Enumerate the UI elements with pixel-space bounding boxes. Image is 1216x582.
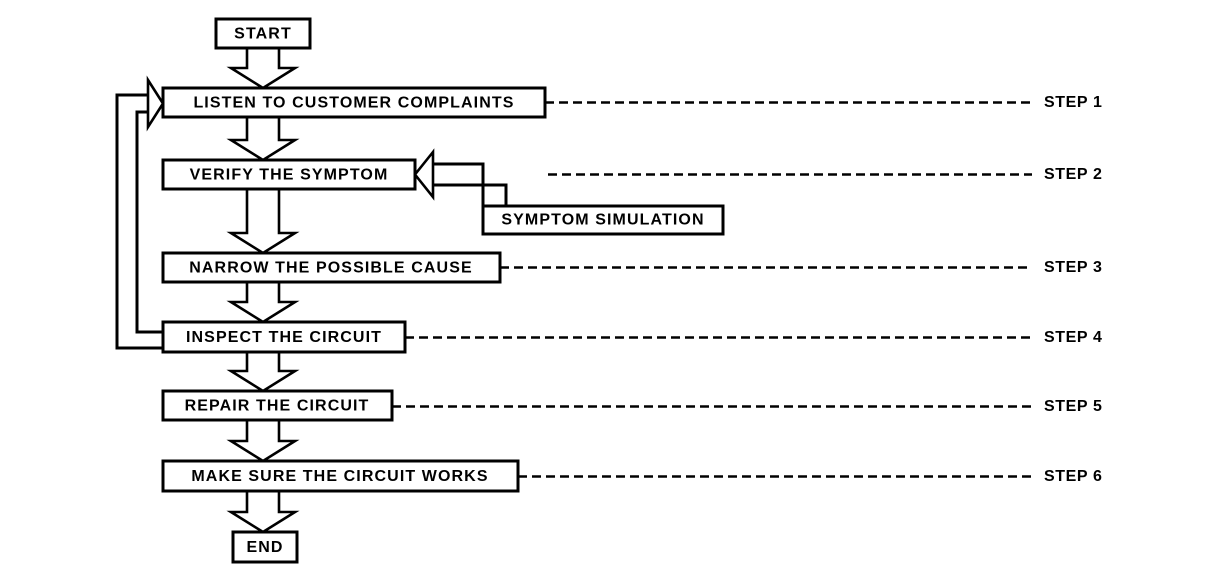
feedback-loop-arrowhead — [146, 75, 165, 132]
block-arrow-step4-to-step5 — [226, 352, 300, 393]
node-start-label: START — [234, 26, 292, 43]
step-marker-6: STEP 6 — [1044, 468, 1102, 485]
node-step2-box — [161, 158, 417, 191]
node-step1-label: LISTEN TO CUSTOMER COMPLAINTS — [193, 95, 514, 112]
node-step6-box — [161, 459, 520, 493]
node-end-box — [231, 530, 299, 564]
step-marker-3: STEP 3 — [1044, 259, 1102, 276]
node-step1[interactable]: LISTEN TO CUSTOMER COMPLAINTS — [161, 86, 547, 119]
step-marker-5: STEP 5 — [1044, 398, 1102, 415]
node-symptom-simulation-label: SYMPTOM SIMULATION — [501, 212, 704, 229]
node-step2[interactable]: VERIFY THE SYMPTOM — [161, 158, 417, 191]
block-arrow-step5-to-step6 — [226, 420, 300, 463]
block-arrow-step2-to-step3 — [226, 188, 300, 255]
block-arrow-step1-to-step2 — [226, 117, 300, 162]
node-step5-box — [161, 389, 394, 422]
node-step3-box — [161, 251, 502, 284]
simulation-loop-lower-path — [429, 183, 508, 206]
node-step1-box — [161, 86, 547, 119]
step-marker-4: STEP 4 — [1044, 329, 1102, 346]
node-step6[interactable]: MAKE SURE THE CIRCUIT WORKS — [161, 459, 520, 493]
simulation-loop-upper-path — [429, 162, 485, 206]
node-symptom-simulation-box — [481, 204, 725, 236]
node-end[interactable]: END — [231, 530, 299, 564]
node-step2-label: VERIFY THE SYMPTOM — [190, 167, 389, 184]
node-step4[interactable]: INSPECT THE CIRCUIT — [161, 320, 407, 354]
node-start-box — [214, 17, 312, 50]
feedback-loop-inner-path — [135, 110, 163, 334]
step-marker-1: STEP 1 — [1044, 94, 1102, 111]
step-marker-2: STEP 2 — [1044, 166, 1102, 183]
node-end-label: END — [246, 539, 283, 556]
block-arrow-step3-to-step4 — [226, 282, 300, 324]
node-symptom-simulation[interactable]: SYMPTOM SIMULATION — [481, 204, 725, 236]
node-step5[interactable]: REPAIR THE CIRCUIT — [161, 389, 394, 422]
node-step3[interactable]: NARROW THE POSSIBLE CAUSE — [161, 251, 502, 284]
feedback-loop-outer-path — [115, 93, 163, 350]
node-step4-label: INSPECT THE CIRCUIT — [186, 329, 382, 346]
node-step6-label: MAKE SURE THE CIRCUIT WORKS — [191, 468, 488, 485]
block-arrow-start-to-step1 — [226, 48, 300, 90]
block-arrow-step6-to-end — [226, 491, 300, 534]
node-start[interactable]: START — [214, 17, 312, 50]
node-step4-box — [161, 320, 407, 354]
node-step3-label: NARROW THE POSSIBLE CAUSE — [189, 260, 473, 277]
simulation-loop-arrowhead — [413, 148, 435, 201]
node-step5-label: REPAIR THE CIRCUIT — [185, 398, 370, 415]
